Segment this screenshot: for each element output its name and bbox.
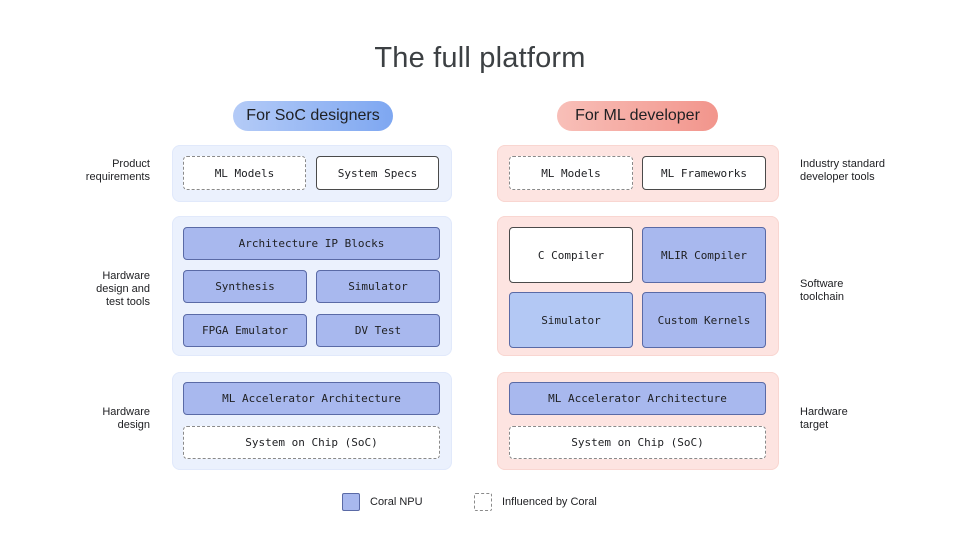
right-ml-accel-arch-box: ML Accelerator Architecture [509,382,766,415]
mlir-compiler-box: MLIR Compiler [642,227,766,283]
label-industry-standard-tools: Industry standard developer tools [800,158,885,183]
coral-npu-legend-swatch [342,493,360,511]
label-product-requirements: Product requirements [85,158,150,183]
coral-npu-legend-label: Coral NPU [370,496,423,508]
synthesis-box: Synthesis [183,270,307,303]
arch-ip-blocks-box: Architecture IP Blocks [183,227,440,260]
left-ml-models-box: ML Models [183,156,306,190]
left-system-specs-box: System Specs [316,156,439,190]
dv-test-box: DV Test [316,314,440,347]
influenced-legend-swatch [474,493,492,511]
right-soc-box: System on Chip (SoC) [509,426,766,459]
label-software-toolchain: Software toolchain [800,278,845,303]
influenced-legend-label: Influenced by Coral [502,496,597,508]
page-title: The full platform [374,42,586,74]
ml-frameworks-box: ML Frameworks [642,156,766,190]
label-hardware-design: Hardware design [102,406,150,431]
fpga-emulator-box: FPGA Emulator [183,314,307,347]
left-simulator-box: Simulator [316,270,440,303]
c-compiler-box: C Compiler [509,227,633,283]
left-ml-accel-arch-box: ML Accelerator Architecture [183,382,440,415]
custom-kernels-box: Custom Kernels [642,292,766,348]
ml-developer-header: For ML developer [557,101,718,131]
soc-designers-header: For SoC designers [233,101,393,131]
right-simulator-box: Simulator [509,292,633,348]
right-ml-models-box: ML Models [509,156,633,190]
left-soc-box: System on Chip (SoC) [183,426,440,459]
label-hardware-target: Hardware target [800,406,848,431]
label-hardware-design-test-tools: Hardware design and test tools [96,270,150,308]
